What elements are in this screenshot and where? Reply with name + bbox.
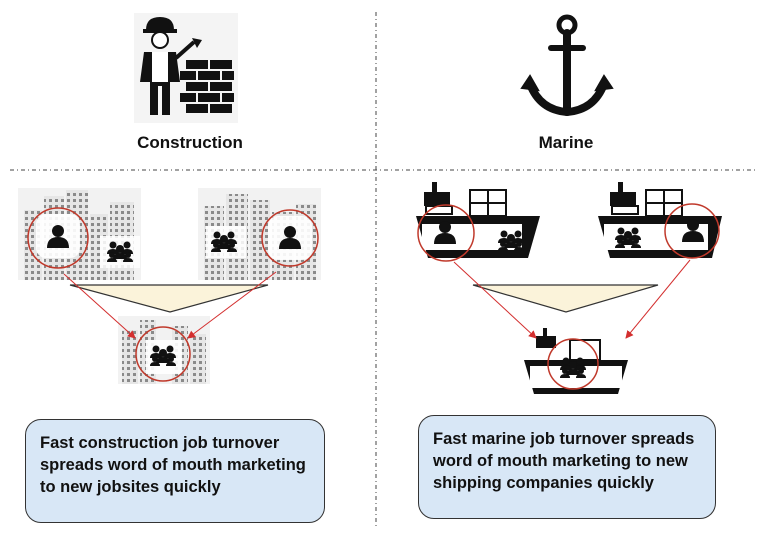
funnel-construction xyxy=(69,284,269,313)
arrow-left-to-new xyxy=(63,273,136,339)
funnel-marine xyxy=(472,284,659,313)
jobsite-new xyxy=(118,316,210,384)
caption-marine: Fast marine job turnover spreads word of… xyxy=(418,415,716,519)
construction-worker-icon xyxy=(134,13,238,123)
ship-left xyxy=(416,182,540,262)
jobsite-right xyxy=(198,188,321,280)
ship-right xyxy=(598,182,722,259)
section-title-construction: Construction xyxy=(137,133,243,152)
ship-new xyxy=(524,328,628,394)
arrow-ship-left-to-new xyxy=(453,261,537,339)
caption-construction: Fast construction job turnover spreads w… xyxy=(25,419,325,523)
section-title-marine: Marine xyxy=(538,133,594,152)
jobsite-left xyxy=(18,188,141,280)
anchor-icon xyxy=(520,14,614,117)
arrow-right-to-new xyxy=(187,271,277,339)
arrow-ship-right-to-new xyxy=(625,259,691,339)
